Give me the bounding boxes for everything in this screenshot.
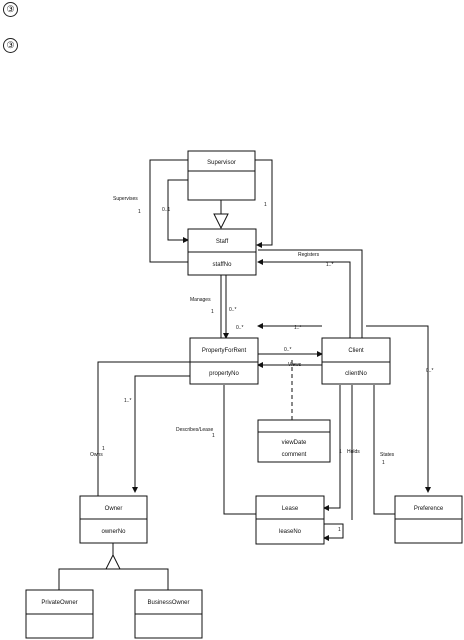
association-labels: Supervises 1 0..1 1 Registers 1..* Manag… — [90, 196, 434, 533]
circled-number-marker: ③ — [3, 38, 18, 53]
circled-number-marker: ③ — [3, 2, 18, 17]
private-owner-name: PrivateOwner — [41, 600, 77, 606]
supervises-edge-inner — [167, 179, 189, 243]
client-attr: clientNo — [345, 371, 367, 377]
label-describes-lease: Describes/Lease — [176, 427, 213, 433]
class-lease: Lease leaseNo — [255, 495, 325, 545]
mult-label: 1 — [138, 209, 141, 215]
mult-label: 1 — [211, 309, 214, 315]
class-supervisor: Supervisor — [187, 150, 256, 201]
mult-label: 0..* — [284, 347, 292, 353]
staff-name: Staff — [216, 239, 229, 245]
mult-label: 1..* — [326, 262, 334, 268]
mult-label: 1 — [339, 449, 342, 455]
label-states: States — [380, 452, 395, 458]
viewing-attr-date: viewDate — [282, 440, 307, 446]
business-owner-name: BusinessOwner — [147, 600, 189, 606]
owner-name: Owner — [105, 506, 123, 512]
describes-lease-edge — [223, 385, 256, 515]
class-staff: Staff staffNo — [187, 228, 257, 276]
label-views: Views — [288, 362, 302, 368]
preference-edge — [366, 325, 431, 493]
states-edge — [373, 385, 395, 515]
registers-edge-2 — [258, 249, 363, 340]
label-holds: Holds — [347, 449, 360, 455]
mult-label: 1 — [212, 433, 215, 439]
mult-label: 1 — [264, 202, 267, 208]
mult-label: 1..* — [124, 398, 132, 404]
owner-generalization-triangle — [105, 553, 121, 570]
class-owner: Owner ownerNo — [79, 495, 148, 544]
owns-edge-2 — [132, 375, 190, 493]
supervises-edge — [149, 159, 188, 263]
lease-attr: leaseNo — [279, 529, 302, 535]
lease-name: Lease — [282, 506, 299, 512]
mult-label: 1 — [382, 460, 385, 466]
property-name: PropertyForRent — [202, 348, 247, 354]
label-owns: Owns — [90, 452, 103, 458]
registers-edge — [257, 259, 351, 340]
lease-self-edge — [323, 523, 344, 541]
label-registers: Registers — [298, 252, 320, 258]
viewing-attr-comment: comment — [282, 452, 307, 458]
staff-attr: staffNo — [213, 262, 233, 268]
mult-label: 1 — [338, 527, 341, 533]
supervisor-staff-edge — [255, 159, 273, 248]
class-property-for-rent: PropertyForRent propertyNo — [189, 337, 259, 385]
mult-label: 1..* — [294, 325, 302, 331]
property-attr: propertyNo — [209, 371, 239, 377]
label-manages: Manages — [190, 297, 211, 303]
mult-label: 0..* — [426, 368, 434, 374]
owner-attr: ownerNo — [101, 529, 126, 535]
mult-label: 0..1 — [162, 207, 171, 213]
generalization-triangle — [213, 213, 229, 230]
class-client: Client clientNo — [321, 337, 391, 385]
class-preference: Preference — [394, 495, 463, 544]
holds-edge — [323, 385, 341, 511]
owns-edge — [97, 361, 190, 496]
association-lines — [58, 159, 431, 590]
label-supervises: Supervises — [113, 196, 138, 202]
mult-label: 0..* — [236, 325, 244, 331]
mult-label: 0..* — [229, 307, 237, 313]
mult-label: 1 — [102, 446, 105, 452]
client-name: Client — [348, 348, 364, 354]
class-viewing: viewDate comment — [257, 419, 331, 463]
supervisor-name: Supervisor — [207, 160, 236, 166]
preference-name: Preference — [414, 506, 444, 512]
owner-generalization-branches — [58, 568, 169, 590]
class-business-owner: BusinessOwner — [134, 589, 203, 639]
class-private-owner: PrivateOwner — [25, 589, 94, 639]
